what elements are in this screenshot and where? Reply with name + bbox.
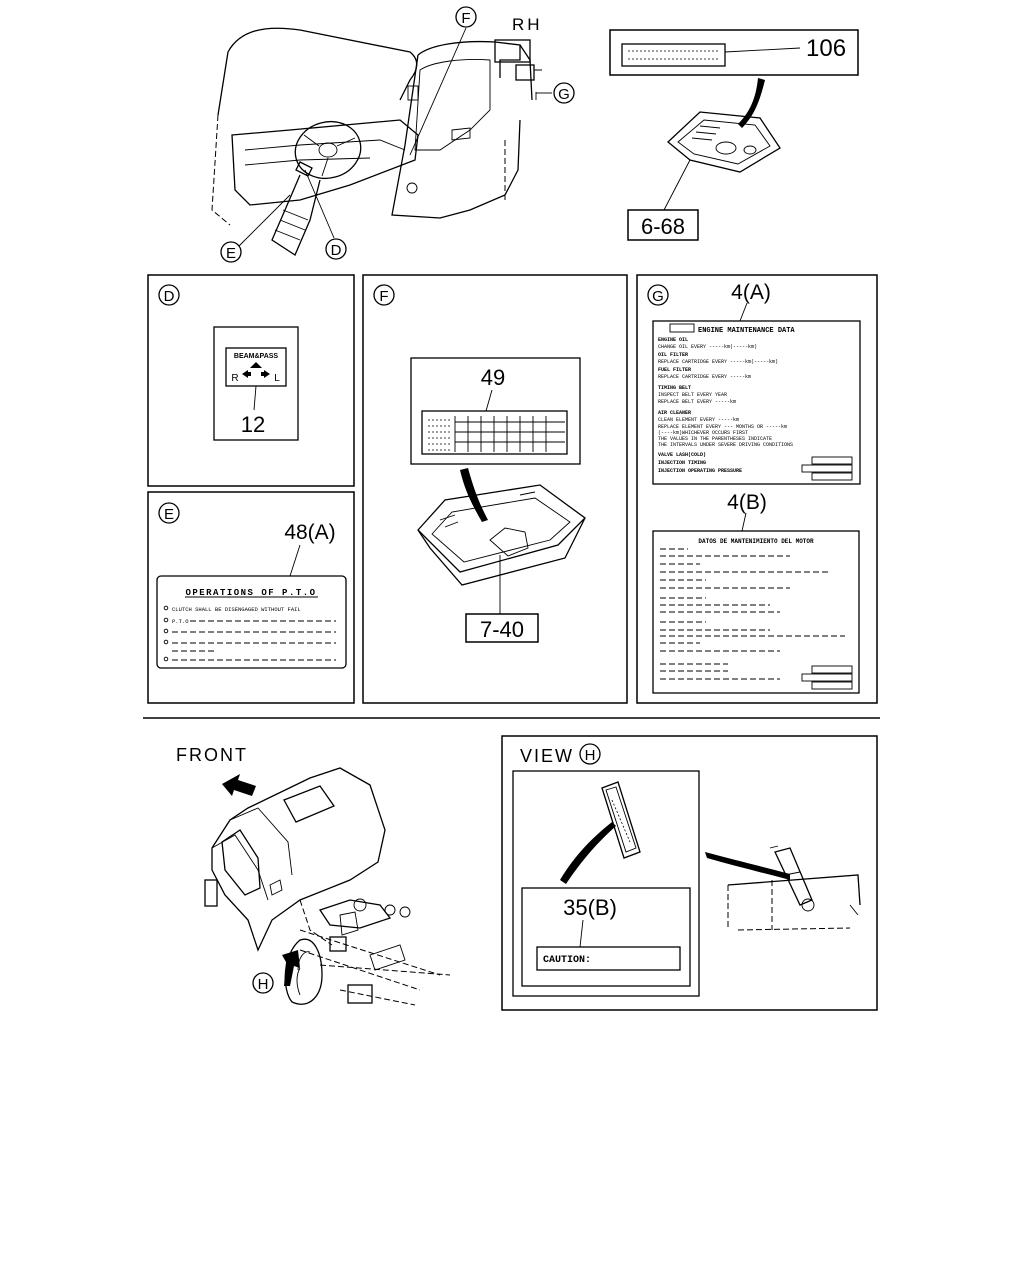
dome-light-drawing <box>663 78 781 211</box>
label-4b-lines <box>660 548 845 680</box>
svg-text:INSPECT BELT EVERY YEAR: INSPECT BELT EVERY YEAR <box>658 392 727 398</box>
svg-text:THE INTERVALS UNDER SEVERE DRI: THE INTERVALS UNDER SEVERE DRIVING CONDI… <box>658 442 793 448</box>
panel-f: F 49 <box>362 274 628 704</box>
beam-pass-text: BEAM&PASS <box>234 353 279 360</box>
svg-text:ENGINE OIL: ENGINE OIL <box>658 337 688 343</box>
svg-text:(----km)WHICHEVER OCCURS FIRST: (----km)WHICHEVER OCCURS FIRST <box>658 430 748 436</box>
svg-text:THE VALUES IN THE PARENTHESES: THE VALUES IN THE PARENTHESES INDICATE <box>658 436 772 442</box>
truck-drawing: FRONT <box>176 745 451 1006</box>
label-49-grid <box>428 416 565 452</box>
view-h-panel: VIEW H 35(B) CAUTION: <box>501 735 878 1011</box>
svg-text:4(B): 4(B) <box>727 491 767 514</box>
svg-text:D: D <box>331 242 342 259</box>
svg-text:REPLACE BELT EVERY -----km: REPLACE BELT EVERY -----km <box>658 399 736 405</box>
svg-text:4(A): 4(A) <box>731 281 771 304</box>
svg-text:F: F <box>461 10 470 27</box>
svg-text:7-40: 7-40 <box>480 617 524 642</box>
svg-text:CLUTCH SHALL BE DISENGAGED WIT: CLUTCH SHALL BE DISENGAGED WITHOUT FAIL <box>172 606 301 613</box>
svg-text:H: H <box>258 976 269 993</box>
svg-text:6-68: 6-68 <box>641 214 685 239</box>
svg-text:INJECTION TIMING: INJECTION TIMING <box>658 460 706 466</box>
svg-text:REPLACE CARTRIDGE EVERY -----k: REPLACE CARTRIDGE EVERY -----km <box>658 374 751 380</box>
panel-g: G 4(A) ENGINE MAINTENANCE DATA ENGINE OI… <box>636 274 878 704</box>
side-label-rh: RH <box>512 15 543 34</box>
svg-text:L: L <box>274 373 280 384</box>
svg-text:REPLACE ELEMENT EVERY --- MONT: REPLACE ELEMENT EVERY --- MONTHS OR ----… <box>658 424 787 430</box>
svg-text:R: R <box>231 373 238 384</box>
svg-text:CLEAN ELEMENT EVERY -----km: CLEAN ELEMENT EVERY -----km <box>658 417 739 423</box>
svg-text:G: G <box>652 288 664 305</box>
svg-text:FUEL FILTER: FUEL FILTER <box>658 367 691 373</box>
panel-d: D BEAM&PASS R L 12 <box>147 274 355 487</box>
callout-G-top: G <box>553 82 575 104</box>
panel-e: E 48(A) OPERATIONS OF P.T.O CLUTCH SHALL… <box>147 491 355 704</box>
label-4a-lines: ENGINE OIL CHANGE OIL EVERY -----km(----… <box>658 337 793 474</box>
svg-text:REPLACE CARTRIDGE EVERY -----k: REPLACE CARTRIDGE EVERY -----km(-----km) <box>658 359 778 365</box>
label-4b-title: DATOS DE MANTENIMIENTO DEL MOTOR <box>698 538 814 545</box>
svg-text:G: G <box>558 86 570 103</box>
svg-text:INJECTION OPERATING PRESSURE: INJECTION OPERATING PRESSURE <box>658 468 742 474</box>
svg-text:OIL FILTER: OIL FILTER <box>658 352 688 358</box>
top-callout-leaders <box>238 27 552 247</box>
callout-D-top: D <box>325 238 347 260</box>
svg-text:D: D <box>164 288 175 305</box>
callout-F-top: F <box>455 6 477 28</box>
caution-text: CAUTION: <box>543 955 591 966</box>
pto-title: OPERATIONS OF P.T.O <box>185 588 316 598</box>
svg-text:CHANGE OIL EVERY -----km(-----: CHANGE OIL EVERY -----km(-----km) <box>658 344 757 350</box>
dome-light-part-box: 6-68 <box>627 209 699 241</box>
svg-text:12: 12 <box>241 412 265 437</box>
svg-text:VALVE LASH(COLD): VALVE LASH(COLD) <box>658 452 706 458</box>
svg-text:TIMING BELT: TIMING BELT <box>658 385 691 391</box>
dome-light-label-106: 106 <box>609 29 859 76</box>
front-label: FRONT <box>176 745 248 765</box>
svg-text:49: 49 <box>481 365 505 390</box>
view-label: VIEW <box>520 746 574 766</box>
svg-text:P.T.O: P.T.O <box>172 618 189 625</box>
cab-interior-drawing <box>211 27 542 256</box>
svg-text:F: F <box>379 288 388 305</box>
svg-text:35(B): 35(B) <box>563 895 617 920</box>
svg-text:AIR CLEANER: AIR CLEANER <box>658 410 691 416</box>
label-4a-title: ENGINE MAINTENANCE DATA <box>698 327 795 335</box>
view-marker: H <box>585 747 596 764</box>
svg-text:E: E <box>226 245 236 262</box>
svg-text:48(A): 48(A) <box>284 521 335 544</box>
callout-H-bottom: H <box>252 972 274 994</box>
callout-E-top: E <box>220 241 242 263</box>
svg-text:106: 106 <box>806 35 846 62</box>
svg-text:E: E <box>164 506 174 523</box>
